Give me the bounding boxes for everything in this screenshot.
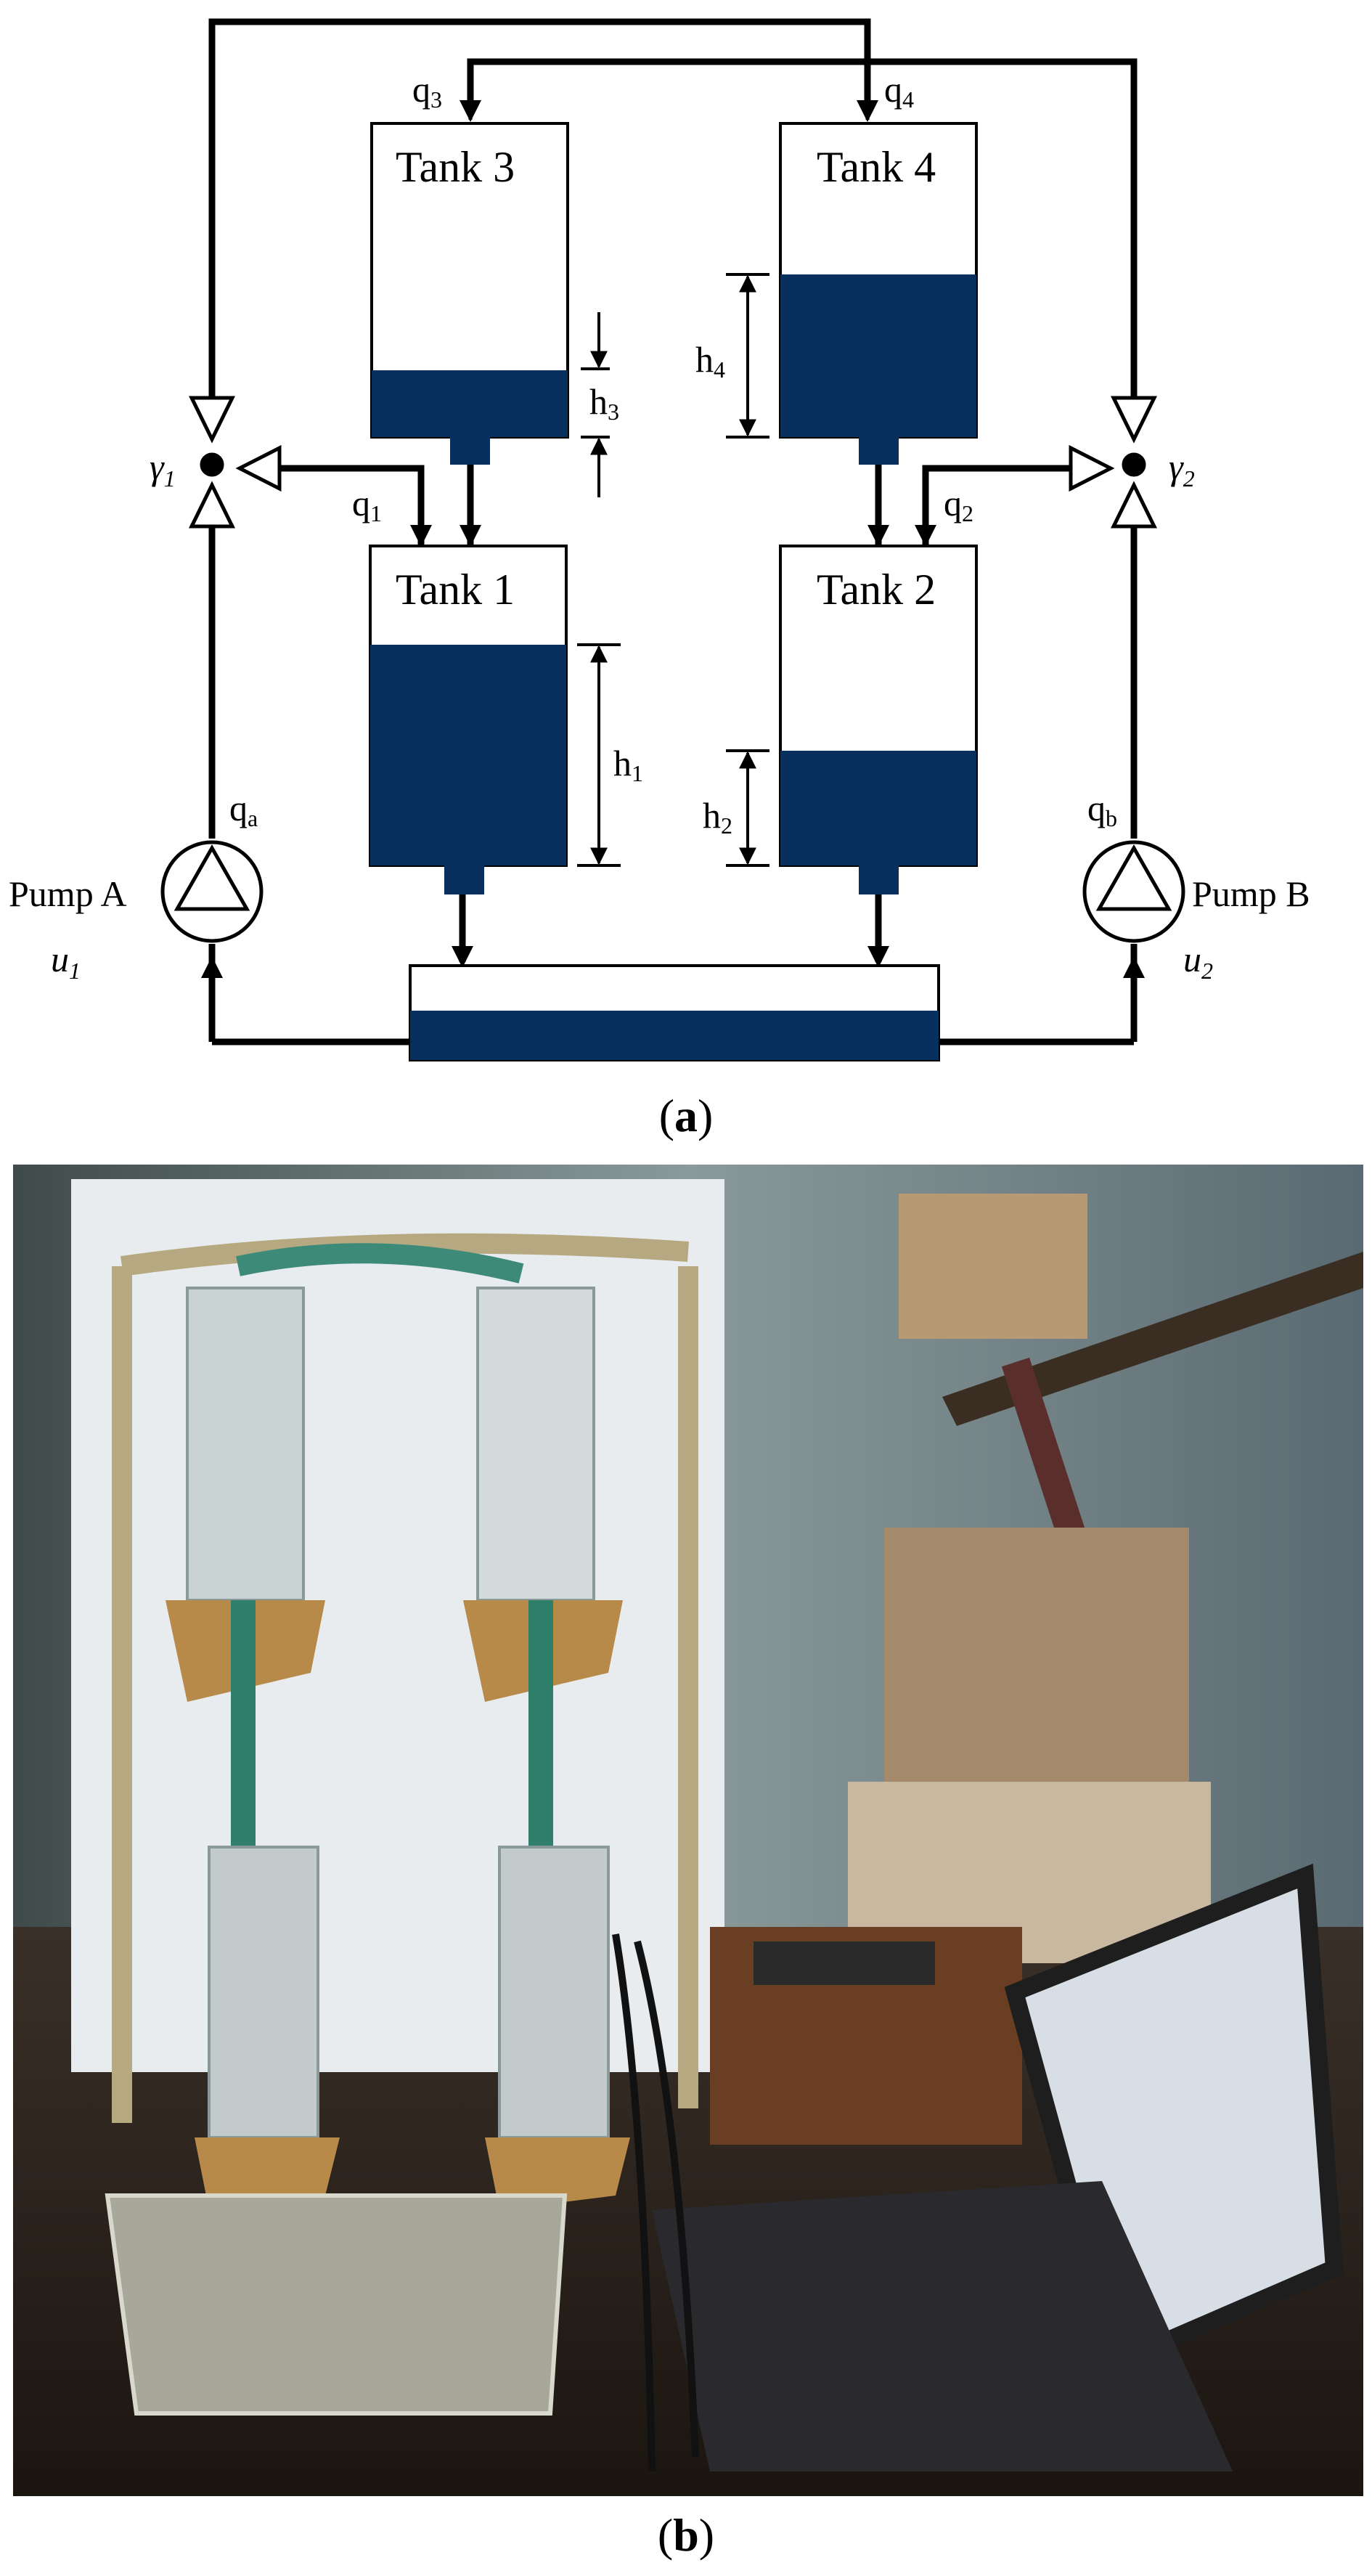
gamma1-label: γ1 xyxy=(150,447,176,492)
flow-q3-label: q3 xyxy=(412,69,442,113)
flow-qa-label: qa xyxy=(229,788,258,831)
reservoir-bin xyxy=(105,2193,568,2416)
caption-a: (a) xyxy=(658,1090,714,1141)
height-h1-label: h1 xyxy=(613,743,643,786)
tank-1: Tank 1 xyxy=(369,545,568,894)
gamma2-label: γ2 xyxy=(1169,447,1195,492)
height-h2-label: h2 xyxy=(703,795,732,839)
quadruple-tank-schematic: Tank 3 Tank 4 Tank 1 Tank 2 γ1 xyxy=(9,18,1310,1061)
flow-arrows xyxy=(201,73,1145,1002)
height-markers xyxy=(577,273,769,867)
tank-4-label: Tank 4 xyxy=(817,143,936,191)
pump-b-input: u2 xyxy=(1183,939,1213,984)
valve-gamma2 xyxy=(1069,396,1158,529)
pump-b xyxy=(1082,840,1185,943)
caption-b: (b) xyxy=(657,2509,715,2561)
flow-q4-label: q4 xyxy=(884,69,914,113)
lab-setup-photo xyxy=(13,1165,1363,2496)
tank-3-label: Tank 3 xyxy=(396,143,515,191)
pump-a-label: Pump A xyxy=(9,873,127,914)
pump-a-input: u1 xyxy=(51,939,81,984)
tank-2: Tank 2 xyxy=(779,545,978,894)
pump-b-label: Pump B xyxy=(1192,873,1310,914)
pump-a xyxy=(160,840,264,943)
flow-q2-label: q2 xyxy=(944,483,973,526)
height-h4-label: h4 xyxy=(695,339,725,383)
tank-2-label: Tank 2 xyxy=(817,566,936,614)
tank-3: Tank 3 xyxy=(370,122,569,465)
mounting-board xyxy=(71,1179,724,2072)
flow-qb-label: qb xyxy=(1087,788,1117,831)
tank-1-label: Tank 1 xyxy=(396,566,515,614)
tank-4: Tank 4 xyxy=(779,122,978,465)
valve-gamma1 xyxy=(188,396,282,529)
height-h3-label: h3 xyxy=(589,381,619,425)
flow-q1-label: q1 xyxy=(352,483,382,526)
reservoir xyxy=(409,964,940,1061)
piping xyxy=(208,18,1138,1046)
laptop-keyboard xyxy=(652,2181,1233,2471)
